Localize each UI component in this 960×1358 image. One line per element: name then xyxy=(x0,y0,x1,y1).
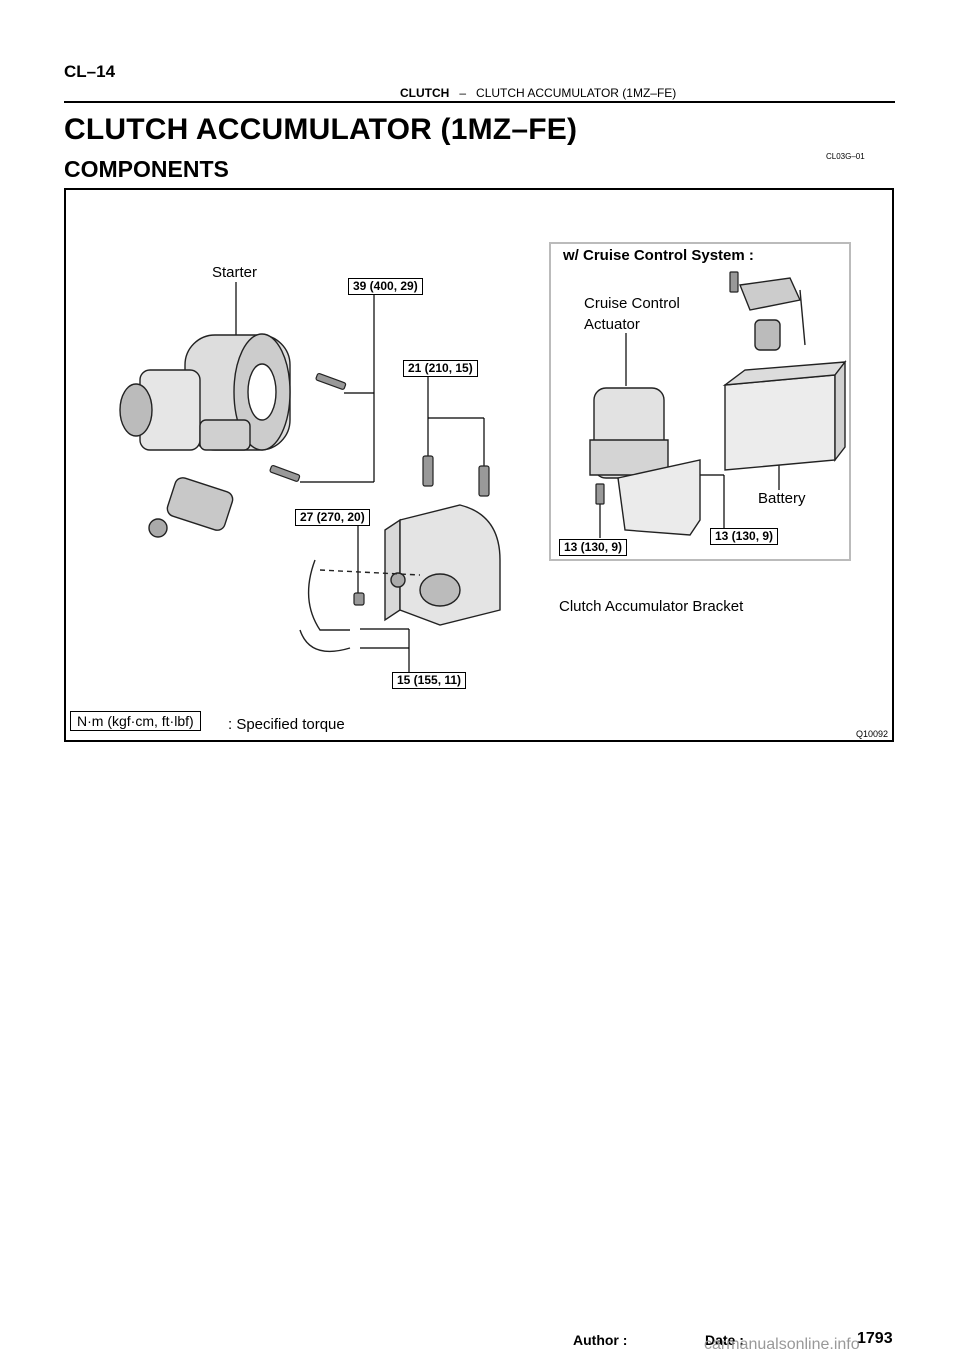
inset-title: w/ Cruise Control System : xyxy=(563,247,754,264)
cruise-actuator-drawing xyxy=(589,387,701,536)
battery-drawing xyxy=(722,277,847,471)
torque-legend-text: : Specified torque xyxy=(228,716,345,733)
running-header: CLUTCH – CLUTCH ACCUMULATOR (1MZ–FE) xyxy=(400,86,676,100)
torque-spec-actuator-bolt-right: 13 (130, 9) xyxy=(710,528,779,545)
header-separator: – xyxy=(459,86,467,100)
footer-author: Author : xyxy=(573,1332,628,1348)
bracket-label: Clutch Accumulator Bracket xyxy=(559,598,744,615)
section-title: COMPONENTS xyxy=(64,156,229,182)
components-figure xyxy=(64,188,894,742)
accumulator-drawing xyxy=(299,504,501,653)
torque-unit-legend: N·m (kgf·cm, ft·lbf) xyxy=(70,711,201,731)
doc-code: CL03G–01 xyxy=(826,152,865,161)
header-rule xyxy=(64,101,895,103)
watermark: carmanualsonline.info xyxy=(704,1336,860,1353)
starter-drawing xyxy=(119,333,291,538)
page-title: CLUTCH ACCUMULATOR (1MZ–FE) xyxy=(64,113,578,146)
torque-spec-starter-bolt: 39 (400, 29) xyxy=(348,278,423,295)
cruise-actuator-label-line2: Actuator xyxy=(584,316,640,333)
starter-label: Starter xyxy=(212,264,258,281)
header-section: CLUTCH xyxy=(400,86,450,100)
footer-date: Date : xyxy=(705,1332,744,1348)
torque-spec-unions: 15 (155, 11) xyxy=(392,672,467,689)
torque-spec-upper-bolts: 21 (210, 15) xyxy=(403,360,478,377)
header-subsection: CLUTCH ACCUMULATOR (1MZ–FE) xyxy=(476,86,677,100)
torque-spec-nut: 27 (270, 20) xyxy=(295,509,370,526)
page-number: CL–14 xyxy=(64,62,116,81)
torque-spec-actuator-bolt-left: 13 (130, 9) xyxy=(559,539,628,556)
footer-page-number: 1793 xyxy=(857,1330,893,1347)
figure-id: Q10092 xyxy=(856,729,889,739)
battery-label: Battery xyxy=(758,490,806,507)
cruise-control-inset xyxy=(549,242,851,561)
bolts xyxy=(269,271,739,606)
cruise-actuator-label-line1: Cruise Control xyxy=(584,295,680,312)
